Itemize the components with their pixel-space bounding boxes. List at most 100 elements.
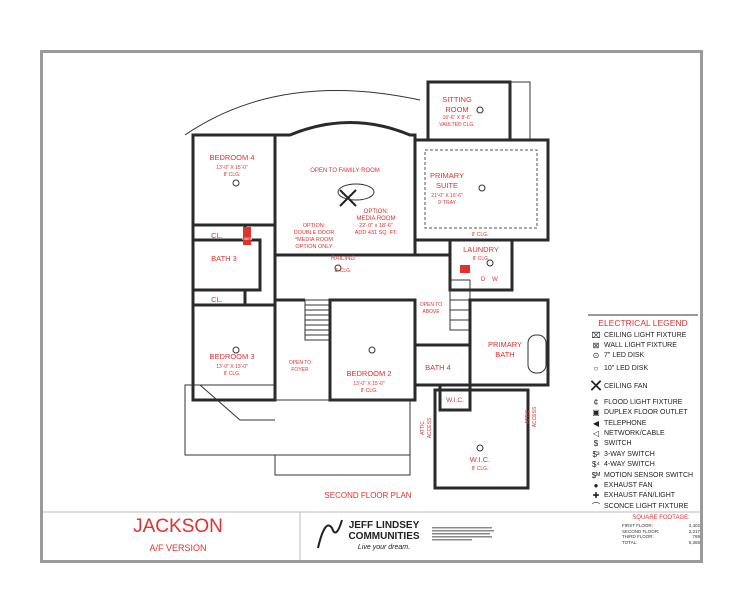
floor-outlet-icon: ▣ <box>592 408 600 418</box>
bedroom4-size: 13'-0" X 15'-0" <box>216 165 248 171</box>
media-room-size: 22'-0" x 18'-6" <box>359 223 393 229</box>
exhaust-fan-light-icon: ✚ <box>592 491 600 501</box>
sqft-title: SQUARE FOOTAGE: <box>632 515 690 521</box>
sconce-icon: ⌒ <box>592 501 600 511</box>
primary-bath-walls <box>468 298 550 387</box>
logo-mark-icon <box>317 519 343 549</box>
legend-item: ⊙7" LED DISK <box>588 351 698 361</box>
ceiling-fan-icon: ✕ <box>588 375 604 396</box>
legend-label: NETWORK/CABLE <box>604 430 665 438</box>
model-name: JACKSON <box>133 516 223 537</box>
double-door-label: DOUBLE DOOR <box>294 230 335 236</box>
drawing-frame <box>40 50 703 563</box>
brand-logo: JEFF LINDSEY COMMUNITIES Live your dream… <box>317 519 420 551</box>
legend-item: $³ 3-WAY SWITCH <box>588 449 698 459</box>
electrical-legend: ELECTRICAL LEGEND ⌧CEILING LIGHT FIXTURE… <box>588 314 698 511</box>
legend-item: ✕CEILING FAN <box>588 375 698 397</box>
sitting-room-walls <box>426 80 512 142</box>
bedroom4-walls <box>191 133 277 227</box>
double-door-option: OPTION: <box>303 223 326 229</box>
bedroom4-label: BEDROOM 4 <box>209 153 254 162</box>
telephone-icon: ◀ <box>592 418 600 428</box>
legend-item: ✚ EXHAUST FAN/LIGHT <box>588 491 698 501</box>
laundry-ceiling: 8' CLG. <box>473 256 490 262</box>
linen-closet <box>243 227 251 245</box>
open-to-foyer: OPEN TO <box>289 360 311 366</box>
dryer: D <box>481 277 486 283</box>
legend-item: ◀ TELEPHONE <box>588 418 698 428</box>
legend-label: 10" LED DISK <box>604 364 649 372</box>
laundry-sink <box>460 265 470 273</box>
bath4-label: BATH 4 <box>425 363 451 372</box>
legend-item: ▣ DUPLEX FLOOR OUTLET <box>588 408 698 418</box>
open-to-above: OPEN TO <box>420 302 442 308</box>
bedroom3-ceiling: 8' CLG. <box>224 371 241 377</box>
bath3-walls <box>191 238 262 292</box>
sqft-label: TOTAL: <box>622 539 638 545</box>
exhaust-fan-icon: ● <box>593 480 599 490</box>
legend-label: EXHAUST FAN <box>604 481 653 489</box>
railing-label: RAILING <box>331 256 355 262</box>
legend-item: $SWITCH <box>588 439 698 449</box>
legend-item: ● EXHAUST FAN <box>588 480 698 490</box>
legend-label: FLOOD LIGHT FIXTURE <box>604 398 683 406</box>
legend-label: TELEPHONE <box>604 419 647 427</box>
sqft-row: THIRD FLOOR:769 <box>622 534 700 540</box>
switch-4way-icon: $⁴ <box>592 460 600 470</box>
legend-label: SCONCE LIGHT FIXTURE <box>604 502 689 510</box>
linen-label: LINEN <box>242 237 253 241</box>
sitting-room-ceiling: VAULTED CLG. <box>439 122 474 128</box>
switch-3way-icon: $³ <box>592 449 600 459</box>
wall-light-icon: ⊠ <box>592 341 600 351</box>
ceiling-light-icon: ⌧ <box>591 330 601 340</box>
legend-title: ELECTRICAL LEGEND <box>588 314 698 328</box>
legend-label: 3-WAY SWITCH <box>604 450 655 458</box>
bump-out <box>509 81 531 141</box>
legend-item: ⌒ SCONCE LIGHT FIXTURE <box>588 501 698 511</box>
wic-small-label: W.I.C. <box>446 397 464 404</box>
sqft-row: TOTAL: 5,388 <box>622 540 700 546</box>
sqft-value: 5,388 <box>688 539 700 545</box>
legend-item: ¢FLOOD LIGHT FIXTURE <box>588 397 698 407</box>
wic-ceiling: 8' CLG. <box>472 466 489 472</box>
sqft-value: 2,217 <box>688 528 700 534</box>
legend-label: CEILING FAN <box>604 382 648 390</box>
double-door-note2: OPTION ONLY <box>295 244 333 250</box>
legend-label: WALL LIGHT FIXTURE <box>604 342 677 350</box>
attic-access-2: ATTIC <box>525 410 531 424</box>
sqft-label: FIRST FLOOR: <box>622 523 653 528</box>
sqft-label: THIRD FLOOR: <box>622 534 654 539</box>
legend-item: ◁NETWORK/CABLE <box>588 428 698 438</box>
sitting-room-size: 16'-6" X 8'-6" <box>443 115 472 121</box>
bedroom2-ceiling: 8' CLG. <box>361 388 378 394</box>
bedroom4-ceiling: 8' CLG. <box>224 172 241 178</box>
legend-item: ⊠ WALL LIGHT FIXTURE <box>588 340 698 350</box>
double-door-note1: *MEDIA ROOM <box>295 237 333 243</box>
primary-suite-label: PRIMARY <box>430 171 464 180</box>
laundry-walls <box>448 238 514 292</box>
sqft-label: SECOND FLOOR: <box>622 528 660 534</box>
media-option-label: OPTION: <box>364 209 389 215</box>
disclaimer-text <box>432 527 494 541</box>
svg-text:JEFF LINDSEY: JEFF LINDSEY <box>349 520 420 531</box>
primary-suite-size: 21'-0" X 16'-6" <box>431 193 463 199</box>
bedroom3-label: BEDROOM 3 <box>209 352 254 361</box>
led-disk-icons <box>232 106 494 452</box>
wic-walls <box>433 388 530 490</box>
legend-label: DUPLEX FLOOR OUTLET <box>604 409 688 417</box>
bedroom3-size: 13'-0" X 13'-0" <box>216 364 248 370</box>
footer-dividers <box>43 511 700 560</box>
open-to-above2: ABOVE <box>422 309 440 315</box>
family-room-label: OPEN TO FAMILY ROOM <box>310 168 380 174</box>
motion-switch-icon: $ᴹ <box>591 470 601 480</box>
legend-item: ○10" LED DISK <box>588 361 698 375</box>
legend-label: EXHAUST FAN/LIGHT <box>604 492 676 500</box>
plan-title: SECOND FLOOR PLAN <box>324 491 411 500</box>
model-version: A/F VERSION <box>149 543 206 553</box>
media-room-sqft: ADD 431 SQ. FT. <box>355 230 398 236</box>
primary-bath-label2: BATH <box>495 350 514 359</box>
primary-bath-label: PRIMARY <box>488 340 522 349</box>
switch-arc <box>184 90 421 136</box>
svg-text:COMMUNITIES: COMMUNITIES <box>348 531 419 542</box>
hall-ceiling: 8' CLG. <box>335 268 352 274</box>
